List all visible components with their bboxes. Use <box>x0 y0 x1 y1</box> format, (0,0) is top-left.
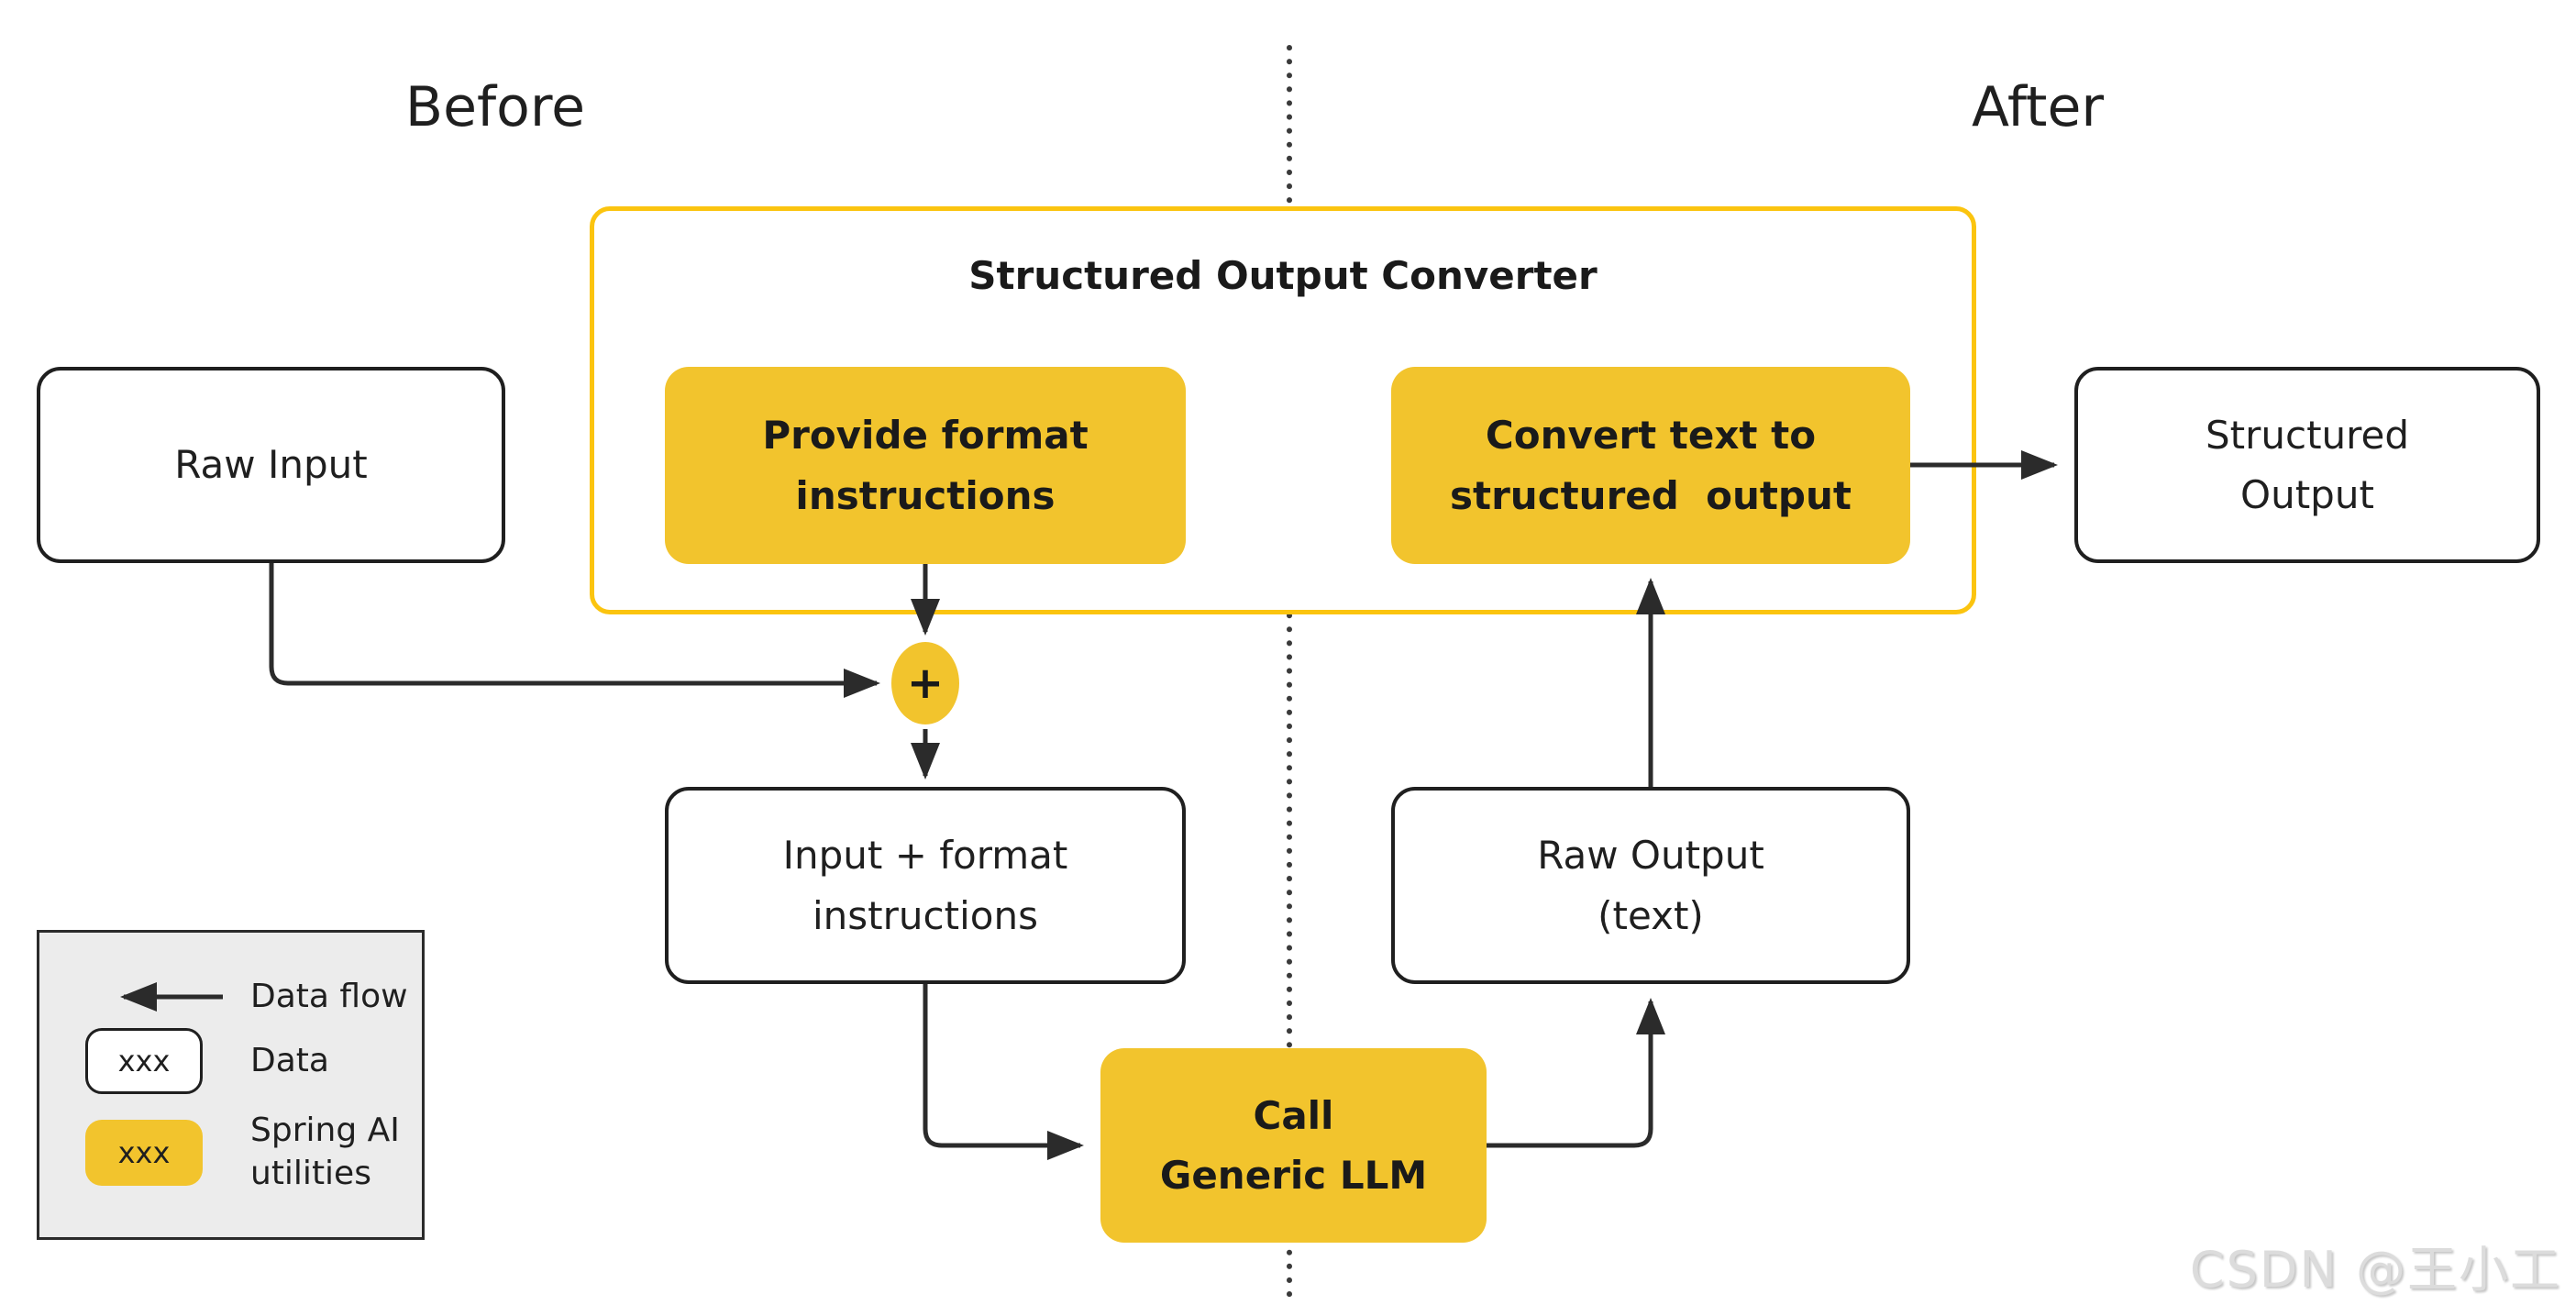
input-format-instructions-node: Input + format instructions <box>665 787 1186 984</box>
structured-output-node: Structured Output <box>2074 367 2540 563</box>
convert-text-node: Convert text to structured output <box>1391 367 1910 564</box>
legend-box: Data flow xxx Data xxx Spring AI utiliti… <box>37 930 425 1240</box>
before-label: Before <box>404 75 586 139</box>
csdn-watermark: CSDN @王小工 <box>2189 1241 2561 1299</box>
data-flow-arrow-icon <box>85 975 250 1019</box>
data-chip-icon: xxx <box>85 1028 250 1094</box>
legend-spring-ai-label: Spring AI utilities <box>250 1111 400 1192</box>
legend-data-flow-label: Data flow <box>250 977 408 1015</box>
converter-title: Structured Output Converter <box>968 253 1598 298</box>
legend-row-spring-ai: xxx Spring AI utilities <box>85 1109 400 1197</box>
provide-format-instructions-node: Provide format instructions <box>665 367 1186 564</box>
legend-row-data-flow: Data flow <box>85 964 408 1030</box>
call-generic-llm-node: Call Generic LLM <box>1100 1048 1487 1243</box>
raw-input-node: Raw Input <box>37 367 505 563</box>
spring-ai-chip-icon: xxx <box>85 1120 250 1186</box>
legend-row-data: xxx Data <box>85 1017 329 1105</box>
plus-junction-node: + <box>891 642 959 724</box>
raw-output-node: Raw Output (text) <box>1391 787 1910 984</box>
legend-data-label: Data <box>250 1041 329 1079</box>
after-label: After <box>1971 75 2105 139</box>
